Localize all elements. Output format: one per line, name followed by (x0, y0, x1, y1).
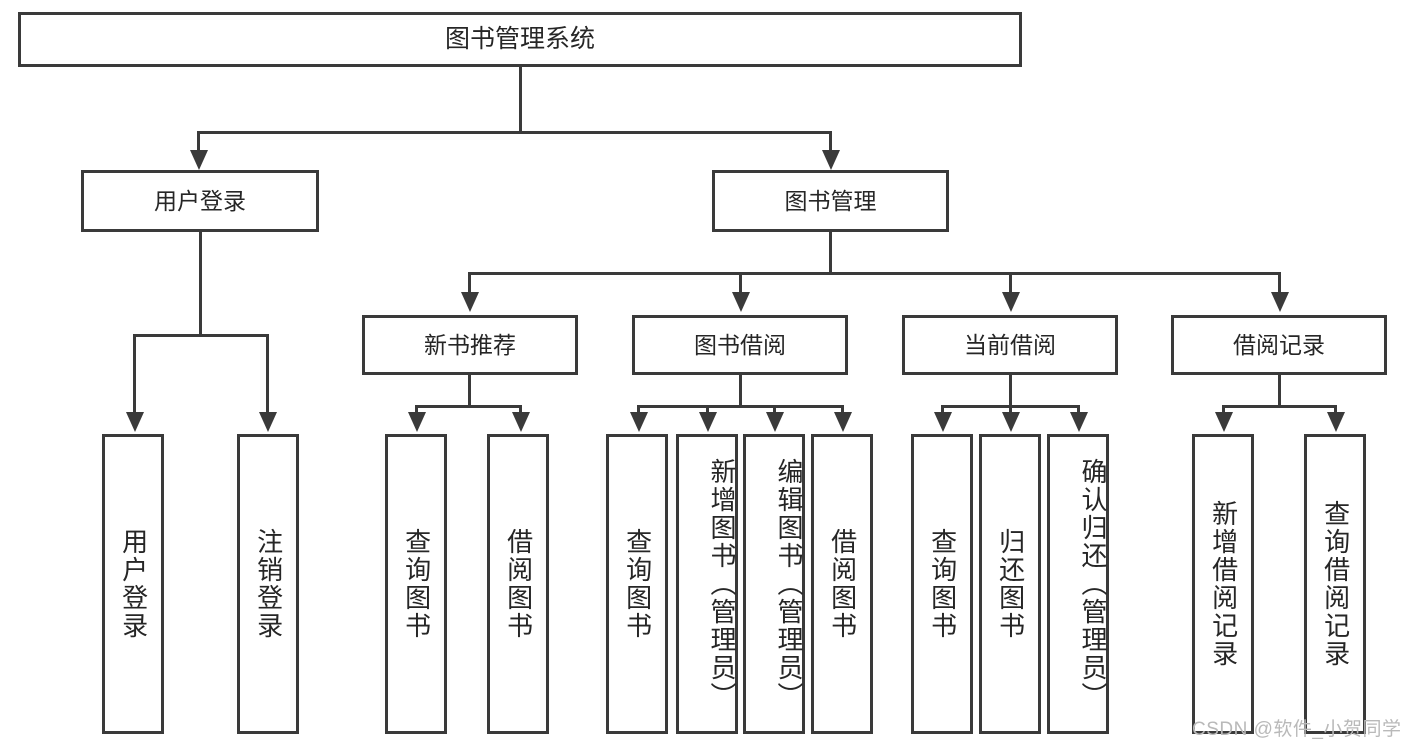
leaf-logout[interactable]: 注销登录 (237, 434, 299, 734)
node-current-borrow[interactable]: 当前借阅 (902, 315, 1118, 375)
connector-new-book-drop-1 (415, 405, 418, 415)
leaf-label: 查询图书 (622, 528, 653, 640)
leaf-label: 查询图书 (927, 528, 958, 640)
connector-new-book-bus (415, 405, 522, 408)
leaf-query-book-recommend[interactable]: 查询图书 (385, 434, 447, 734)
node-user-login[interactable]: 用户登录 (81, 170, 319, 232)
connector-book-manage-drop-2 (739, 272, 742, 295)
leaf-add-book-admin[interactable]: 新增图书（管理员） (676, 434, 738, 734)
connector-book-borrow-stem (739, 375, 742, 407)
leaf-label: 查询图书 (401, 528, 432, 640)
node-label: 图书借阅 (694, 331, 786, 358)
connector-new-book-drop-2 (519, 405, 522, 415)
connector-user-login-drop-1 (133, 334, 136, 415)
leaf-label: 注销登录 (253, 528, 284, 640)
arrow-root-to-user-login (190, 150, 208, 170)
connector-book-borrow-drop-2 (706, 405, 709, 415)
arrow-leaf-query-book-nb (408, 412, 426, 432)
leaf-label: 确认归还（管理员） (1078, 458, 1108, 710)
connector-root-to-book-manage (829, 131, 832, 154)
leaf-label: 用户登录 (118, 528, 149, 640)
connector-current-borrow-stem (1009, 375, 1012, 407)
node-borrow-record[interactable]: 借阅记录 (1171, 315, 1387, 375)
arrow-to-book-borrow (732, 292, 750, 312)
connector-book-borrow-drop-4 (841, 405, 844, 415)
arrow-leaf-query-book-cb (934, 412, 952, 432)
connector-book-manage-drop-4 (1278, 272, 1281, 295)
node-new-book-recommend[interactable]: 新书推荐 (362, 315, 578, 375)
connector-borrow-record-drop-2 (1334, 405, 1337, 415)
leaf-add-borrow-record[interactable]: 新增借阅记录 (1192, 434, 1254, 734)
arrow-leaf-query-record (1327, 412, 1345, 432)
arrow-to-current-borrow (1002, 292, 1020, 312)
leaf-label: 编辑图书（管理员） (774, 458, 804, 710)
node-label: 用户登录 (154, 187, 246, 214)
connector-book-borrow-drop-1 (637, 405, 640, 415)
arrow-leaf-add-record (1215, 412, 1233, 432)
leaf-label: 借阅图书 (503, 528, 534, 640)
connector-book-manage-drop-3 (1009, 272, 1012, 295)
connector-current-borrow-drop-1 (941, 405, 944, 415)
arrow-leaf-query-book-bb (630, 412, 648, 432)
node-root-system[interactable]: 图书管理系统 (18, 12, 1022, 67)
leaf-label: 归还图书 (995, 528, 1026, 640)
node-label: 图书管理 (784, 187, 877, 214)
arrow-leaf-user-login (126, 412, 144, 432)
connector-user-login-drop-2 (266, 334, 269, 415)
leaf-user-login[interactable]: 用户登录 (102, 434, 164, 734)
connector-root-bus (197, 131, 832, 134)
connector-borrow-record-bus (1222, 405, 1337, 408)
connector-book-borrow-bus (637, 405, 844, 408)
leaf-edit-book-admin[interactable]: 编辑图书（管理员） (743, 434, 805, 734)
connector-book-manage-drop-1 (468, 272, 471, 295)
arrow-leaf-add-book (699, 412, 717, 432)
node-label: 图书管理系统 (444, 25, 595, 54)
arrow-to-borrow-record (1271, 292, 1289, 312)
arrow-root-to-book-manage (822, 150, 840, 170)
connector-new-book-stem (468, 375, 471, 407)
leaf-borrow-book-borrow[interactable]: 借阅图书 (811, 434, 873, 734)
leaf-query-borrow-record[interactable]: 查询借阅记录 (1304, 434, 1366, 734)
leaf-borrow-book-recommend[interactable]: 借阅图书 (487, 434, 549, 734)
arrow-to-new-book-recommend (461, 292, 479, 312)
arrow-leaf-confirm-return (1070, 412, 1088, 432)
connector-book-manage-stem (829, 232, 832, 274)
connector-root-stem (519, 67, 522, 131)
leaf-label: 新增图书（管理员） (707, 458, 737, 710)
leaf-label: 借阅图书 (827, 528, 858, 640)
connector-current-borrow-drop-3 (1077, 405, 1080, 415)
leaf-label: 新增借阅记录 (1208, 500, 1239, 668)
leaf-label: 查询借阅记录 (1320, 500, 1351, 668)
node-book-management[interactable]: 图书管理 (712, 170, 949, 232)
connector-book-manage-bus (468, 272, 1281, 275)
leaf-query-book-current[interactable]: 查询图书 (911, 434, 973, 734)
connector-book-borrow-drop-3 (773, 405, 776, 415)
arrow-leaf-borrow-book-nb (512, 412, 530, 432)
connector-user-login-bus (133, 334, 268, 337)
connector-user-login-stem (199, 232, 202, 336)
arrow-leaf-logout (259, 412, 277, 432)
arrow-leaf-borrow-book-bb (834, 412, 852, 432)
arrow-leaf-edit-book (766, 412, 784, 432)
node-label: 借阅记录 (1233, 331, 1325, 358)
node-book-borrow[interactable]: 图书借阅 (632, 315, 848, 375)
leaf-query-book-borrow[interactable]: 查询图书 (606, 434, 668, 734)
connector-borrow-record-stem (1278, 375, 1281, 407)
connector-root-to-user-login (197, 131, 200, 154)
connector-current-borrow-drop-2 (1009, 405, 1012, 415)
arrow-leaf-return-book (1002, 412, 1020, 432)
watermark-text: CSDN @软件_小贺同学 (1192, 719, 1402, 740)
leaf-confirm-return-admin[interactable]: 确认归还（管理员） (1047, 434, 1109, 734)
node-label: 新书推荐 (424, 331, 516, 358)
connector-borrow-record-drop-1 (1222, 405, 1225, 415)
leaf-return-book[interactable]: 归还图书 (979, 434, 1041, 734)
node-label: 当前借阅 (964, 331, 1056, 358)
